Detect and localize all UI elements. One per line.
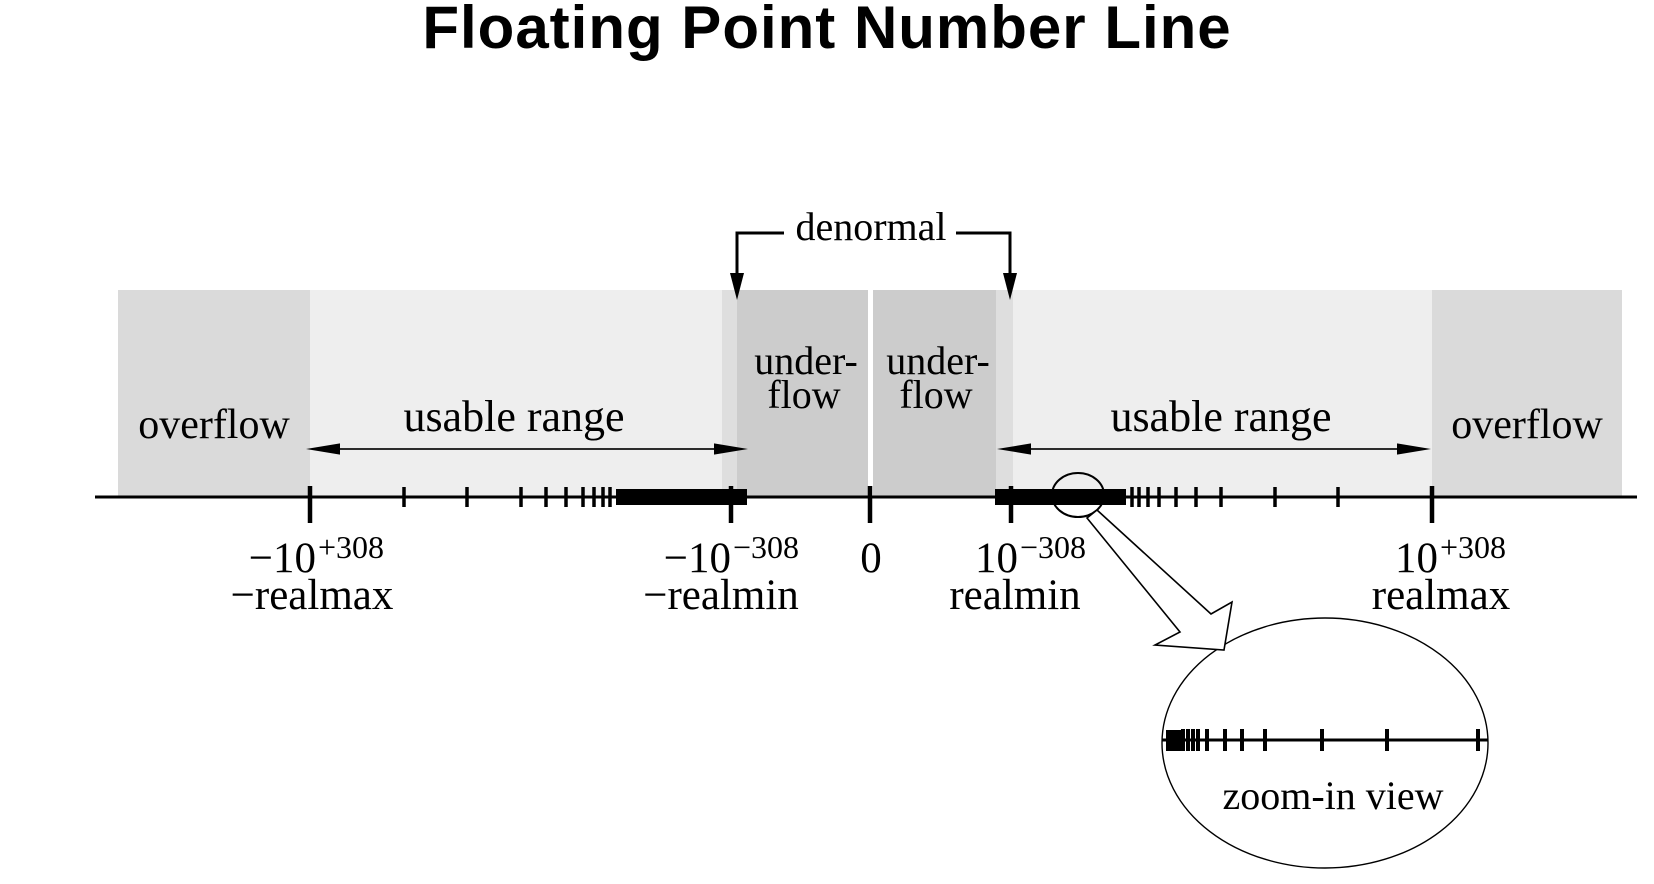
axis-label-realmax: realmax xyxy=(1372,572,1510,619)
zoom-view-dense-blob xyxy=(1166,730,1181,751)
axis-label-neg10e308: −10 +308 xyxy=(249,529,384,582)
dense-numbers-bar xyxy=(616,489,747,505)
axis-label-zero: 0 xyxy=(860,535,882,582)
overflow-band-right xyxy=(1432,290,1622,498)
usable-band-left xyxy=(310,290,722,498)
denormal-label: denormal xyxy=(795,204,946,249)
dense-numbers-bar xyxy=(995,489,1126,505)
overflow-band-left xyxy=(118,290,310,498)
overflow-left-label: overflow xyxy=(138,402,290,448)
zoom-view-ellipse xyxy=(1161,617,1489,869)
underflow-edge-band-left xyxy=(722,290,737,498)
axis-label-neg-realmin: −realmin xyxy=(643,572,799,619)
axis-label-neg-realmax: −realmax xyxy=(231,572,394,619)
denormal-bracket xyxy=(730,231,1017,300)
axis-label-10e308-sup: +308 xyxy=(1440,529,1506,565)
underflow-band-right xyxy=(873,290,996,498)
magnifier-circle xyxy=(1051,472,1105,518)
zoom-callout-arrow-icon xyxy=(1085,508,1234,651)
axis-label-10e308: 10 +308 xyxy=(1395,529,1506,582)
arrowhead-left-icon xyxy=(306,443,340,455)
usable-range-arrow-right xyxy=(997,443,1431,455)
underflow-right-label-line2: flow xyxy=(899,372,972,417)
zoom-view-label: zoom-in view xyxy=(1222,773,1443,818)
usable-range-arrow-left xyxy=(306,443,748,455)
down-arrowhead-left-icon xyxy=(730,273,744,300)
axis-label-neg10eneg308-sup: −308 xyxy=(733,529,799,565)
axis-label-10eneg308-base: 10 xyxy=(975,535,1018,582)
axis-label-10e308-base: 10 xyxy=(1395,535,1438,582)
underflow-right-label-line1: under- xyxy=(886,338,990,383)
overflow-right-label: overflow xyxy=(1451,402,1603,448)
zoom-view-ticks-group xyxy=(1166,729,1480,751)
axis-label-realmin: realmin xyxy=(949,572,1080,619)
axis-label-neg10e308-sup: +308 xyxy=(318,529,384,565)
usable-band-right xyxy=(1013,290,1432,498)
underflow-band-left xyxy=(737,290,868,498)
axis-label-neg10e308-base: −10 xyxy=(249,535,316,582)
axis-label-10eneg308-sup: −308 xyxy=(1020,529,1086,565)
underflow-left-label-line2: flow xyxy=(767,372,840,417)
underflow-left-label-line1: under- xyxy=(754,338,858,383)
usable-range-right-label: usable range xyxy=(1110,392,1331,441)
underflow-edge-band-right xyxy=(996,290,1013,498)
axis-label-neg10eneg308: −10 −308 xyxy=(664,529,799,582)
arrowhead-left-icon xyxy=(997,443,1031,455)
arrowhead-right-icon xyxy=(1397,443,1431,455)
axis-label-neg10eneg308-base: −10 xyxy=(664,535,731,582)
axis-small-ticks-group xyxy=(402,487,1340,507)
dense-numbers-bars-group xyxy=(616,489,1126,505)
page-title: Floating Point Number Line xyxy=(422,0,1231,61)
down-arrowhead-right-icon xyxy=(1003,273,1017,300)
usable-range-left-label: usable range xyxy=(403,392,624,441)
arrowhead-right-icon xyxy=(714,443,748,455)
axis-label-10eneg308: 10 −308 xyxy=(975,529,1086,582)
